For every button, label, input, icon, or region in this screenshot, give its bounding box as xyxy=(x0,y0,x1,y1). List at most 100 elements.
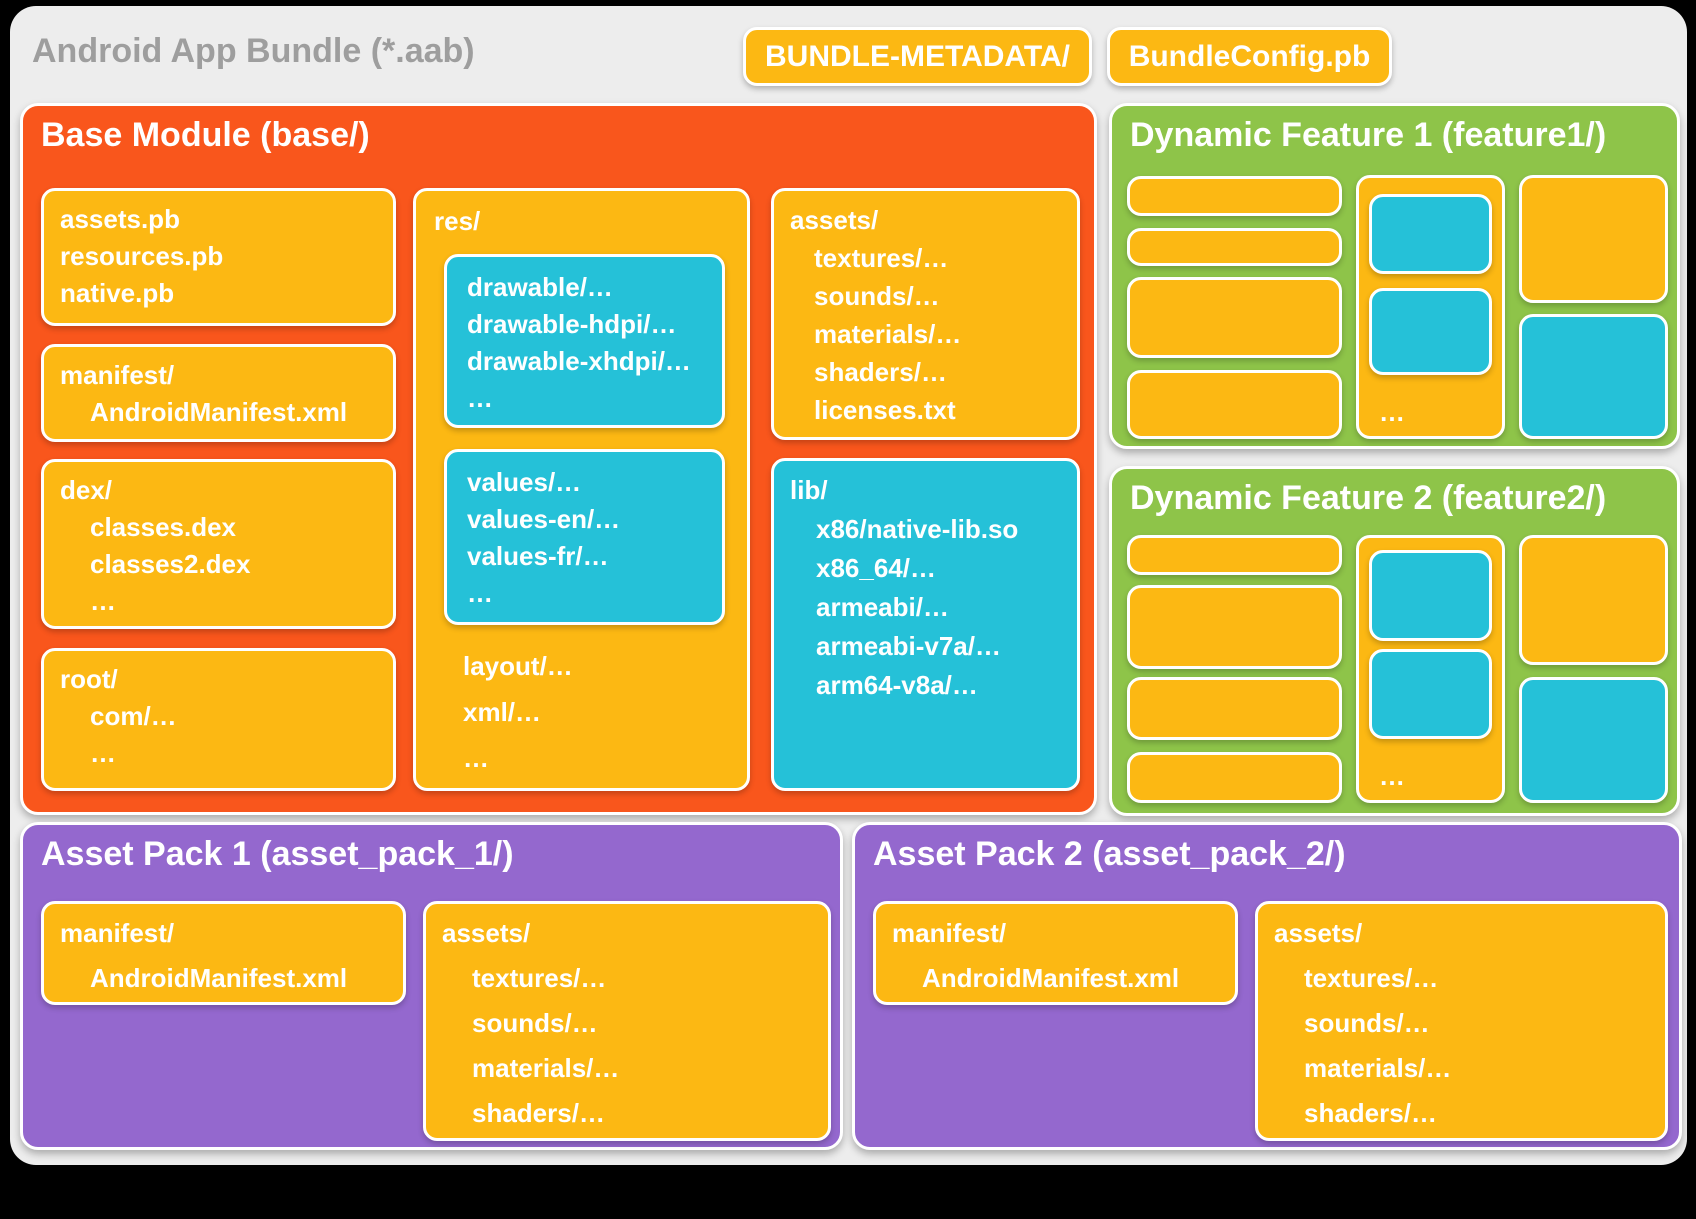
mini-file-box xyxy=(1127,535,1342,575)
file-entry: arm64-v8a/… xyxy=(816,670,978,700)
mini-file-box xyxy=(1127,176,1342,216)
values-box: values/… values-en/… values-fr/… … xyxy=(444,449,725,625)
mini-config-box xyxy=(1369,649,1492,739)
file-entry: values-en/… xyxy=(467,504,621,534)
assets-box: assets/ textures/… sounds/… materials/… … xyxy=(771,188,1080,440)
file-entry: textures/… xyxy=(1304,963,1439,993)
file-entry: xml/… xyxy=(463,697,542,727)
mini-file-box xyxy=(1127,228,1342,266)
diagram-canvas: Android App Bundle (*.aab) BUNDLE-METADA… xyxy=(10,6,1687,1165)
file-entry: layout/… xyxy=(463,651,573,681)
asset-pack-assets-box: assets/ textures/… sounds/… materials/… … xyxy=(423,901,831,1141)
res-extra-list: layout/… xml/… … xyxy=(463,643,573,781)
dir-title: assets/ xyxy=(1274,918,1363,948)
dir-title: dex/ xyxy=(60,475,113,505)
page-title: Android App Bundle (*.aab) xyxy=(32,32,475,70)
mini-file-box xyxy=(1127,585,1342,669)
asset-pack-manifest-box: manifest/ AndroidManifest.xml xyxy=(41,901,406,1005)
asset-pack-1-panel: Asset Pack 1 (asset_pack_1/) manifest/ A… xyxy=(20,822,843,1150)
dir-title: assets/ xyxy=(790,205,879,235)
file-entry: sounds/… xyxy=(1304,1008,1430,1038)
bundle-metadata-label: BUNDLE-METADATA/ xyxy=(765,39,1070,73)
file-entry: … xyxy=(463,743,489,773)
mini-config-box xyxy=(1369,550,1492,641)
file-entry: AndroidManifest.xml xyxy=(90,397,348,427)
mini-file-box xyxy=(1127,677,1342,740)
file-entry: drawable-hdpi/… xyxy=(467,309,677,339)
file-entry: … xyxy=(467,383,493,413)
dir-title: manifest/ xyxy=(60,360,175,390)
ellipsis-label: … xyxy=(1379,761,1405,791)
asset-pack-2-header: Asset Pack 2 (asset_pack_2/) xyxy=(873,835,1346,873)
file-entry: classes.dex xyxy=(90,512,237,542)
base-module-panel: Base Module (base/) assets.pb resources.… xyxy=(20,103,1097,815)
mini-config-box xyxy=(1369,194,1492,274)
file-entry: values-fr/… xyxy=(467,541,609,571)
mini-lib-box xyxy=(1519,677,1668,803)
file-entry: … xyxy=(90,738,116,768)
base-module-header: Base Module (base/) xyxy=(41,116,370,154)
file-entry: x86_64/… xyxy=(816,553,936,583)
file-entry: materials/… xyxy=(814,319,962,349)
dir-title: manifest/ xyxy=(60,918,175,948)
file-entry: values/… xyxy=(467,467,582,497)
drawable-box: drawable/… drawable-hdpi/… drawable-xhdp… xyxy=(444,254,725,428)
ellipsis-label: … xyxy=(1379,397,1405,427)
asset-pack-1-header: Asset Pack 1 (asset_pack_1/) xyxy=(41,835,514,873)
file-entry: x86/native-lib.so xyxy=(816,514,1019,544)
file-entry: shaders/… xyxy=(472,1098,605,1128)
mini-res-box: … xyxy=(1356,535,1505,803)
dir-title: res/ xyxy=(434,206,481,236)
file-entry: resources.pb xyxy=(60,241,224,271)
dex-box: dex/ classes.dex classes2.dex … xyxy=(41,459,396,629)
file-entry: armeabi/… xyxy=(816,592,949,622)
file-entry: shaders/… xyxy=(1304,1098,1437,1128)
file-entry: drawable-xhdpi/… xyxy=(467,346,691,376)
file-entry: materials/… xyxy=(472,1053,620,1083)
dir-title: lib/ xyxy=(790,475,828,505)
root-box: root/ com/… … xyxy=(41,648,396,791)
asset-pack-assets-box: assets/ textures/… sounds/… materials/… … xyxy=(1255,901,1668,1141)
mini-file-box xyxy=(1127,277,1342,358)
file-entry: textures/… xyxy=(472,963,607,993)
file-entry: native.pb xyxy=(60,278,175,308)
dir-title: root/ xyxy=(60,664,118,694)
file-entry: drawable/… xyxy=(467,272,613,302)
dynamic-feature-1-header: Dynamic Feature 1 (feature1/) xyxy=(1130,116,1607,154)
mini-config-box xyxy=(1369,288,1492,375)
file-entry: sounds/… xyxy=(814,281,940,311)
file-entry: classes2.dex xyxy=(90,549,251,579)
bundle-metadata-chip: BUNDLE-METADATA/ xyxy=(743,27,1092,86)
file-entry: armeabi-v7a/… xyxy=(816,631,1001,661)
dynamic-feature-2-header: Dynamic Feature 2 (feature2/) xyxy=(1130,479,1607,517)
mini-lib-box xyxy=(1519,314,1668,439)
dynamic-feature-2-panel: Dynamic Feature 2 (feature2/) … xyxy=(1109,466,1680,816)
file-entry: com/… xyxy=(90,701,177,731)
res-box: res/ drawable/… drawable-hdpi/… drawable… xyxy=(413,188,750,791)
file-entry: sounds/… xyxy=(472,1008,598,1038)
asset-pack-manifest-box: manifest/ AndroidManifest.xml xyxy=(873,901,1238,1005)
manifest-box: manifest/ AndroidManifest.xml xyxy=(41,344,396,442)
mini-res-box: … xyxy=(1356,175,1505,439)
mini-assets-box xyxy=(1519,175,1668,303)
file-entry: textures/… xyxy=(814,243,949,273)
file-entry: licenses.txt xyxy=(814,395,956,425)
bundle-config-chip: BundleConfig.pb xyxy=(1107,27,1392,86)
dynamic-feature-1-panel: Dynamic Feature 1 (feature1/) … xyxy=(1109,103,1680,449)
dir-title: manifest/ xyxy=(892,918,1007,948)
lib-box: lib/ x86/native-lib.so x86_64/… armeabi/… xyxy=(771,458,1080,791)
file-entry: … xyxy=(467,578,493,608)
file-entry: shaders/… xyxy=(814,357,947,387)
file-entry: assets.pb xyxy=(60,204,180,234)
file-entry: AndroidManifest.xml xyxy=(90,963,348,993)
bundle-config-label: BundleConfig.pb xyxy=(1128,39,1371,73)
dir-title: assets/ xyxy=(442,918,531,948)
file-entry: AndroidManifest.xml xyxy=(922,963,1180,993)
file-entry: … xyxy=(90,586,116,616)
mini-file-box xyxy=(1127,752,1342,803)
mini-file-box xyxy=(1127,370,1342,439)
file-entry: materials/… xyxy=(1304,1053,1452,1083)
asset-pack-2-panel: Asset Pack 2 (asset_pack_2/) manifest/ A… xyxy=(852,822,1682,1150)
protobuf-files-box: assets.pb resources.pb native.pb xyxy=(41,188,396,326)
mini-assets-box xyxy=(1519,535,1668,665)
